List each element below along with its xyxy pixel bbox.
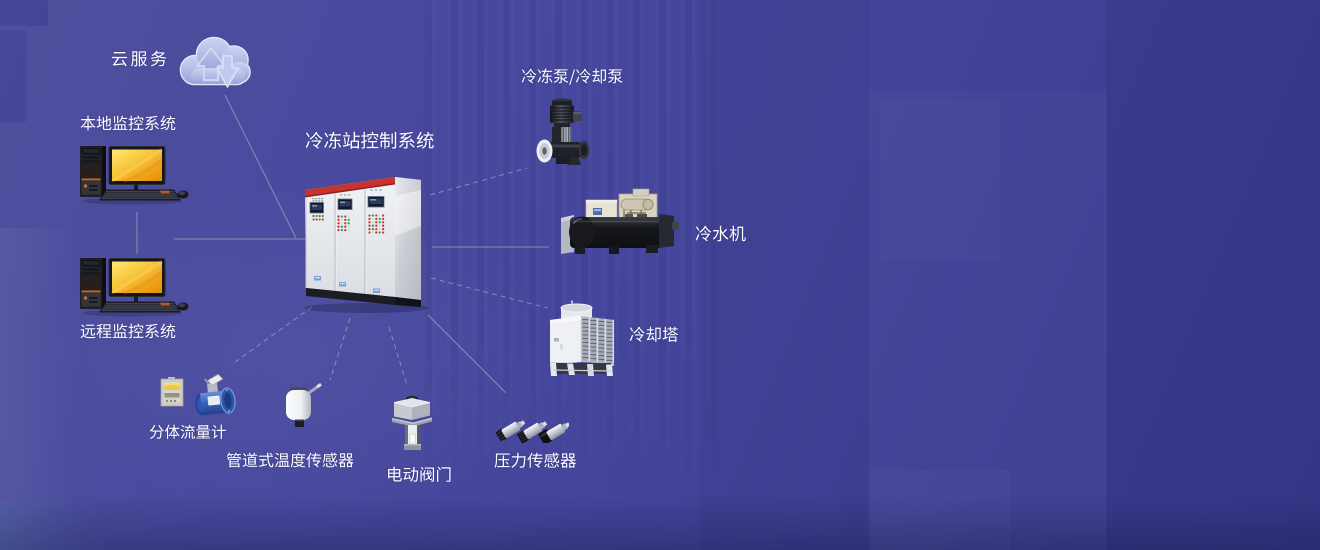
- chiller-icon: [561, 188, 679, 254]
- temp-sensor-device: [284, 382, 322, 428]
- pump-icon: [536, 98, 590, 165]
- flow-meter-icon: [160, 373, 236, 416]
- temperature-sensor-icon: [286, 382, 322, 427]
- pump-label: 冷冻泵/冷却泵: [521, 68, 624, 87]
- valve-label: 电动阀门: [386, 466, 453, 486]
- chiller-device: [561, 186, 679, 256]
- desktop-computer-icon: [80, 258, 189, 317]
- connection-control-cabinet-to-valve: [388, 326, 408, 386]
- connection-control-cabinet-to-pressure-sensor: [427, 314, 507, 394]
- remote-monitor-device: [76, 255, 190, 317]
- connection-cloud-to-control-cabinet: [224, 94, 297, 239]
- control-cabinet-device: [302, 166, 430, 314]
- valve-device: [391, 394, 435, 452]
- control-cabinet-label: 冷冻站控制系统: [305, 131, 436, 153]
- cloud-icon: [179, 36, 251, 88]
- valve-icon: [392, 395, 432, 450]
- connection-control-cabinet-to-pump: [429, 167, 528, 196]
- flow-meter-device: [159, 373, 239, 421]
- temp-sensor-label: 管道式温度传感器: [226, 452, 355, 471]
- cloud-label: 云服务: [111, 50, 168, 70]
- cooling-tower-icon: [550, 300, 614, 376]
- cooling-tower-device: [547, 300, 617, 378]
- remote-monitor-label: 远程监控系统: [80, 323, 177, 342]
- flow-meter-label: 分体流量计: [149, 424, 228, 442]
- connection-control-cabinet-to-temp-sensor: [329, 317, 351, 381]
- pressure-sensor-icon: [495, 420, 569, 443]
- connection-control-cabinet-to-flow-meter: [234, 306, 313, 363]
- pressure-sensor-label: 压力传感器: [494, 452, 578, 472]
- connection-control-cabinet-to-cooling-tower: [430, 277, 549, 309]
- chiller-label: 冷水机: [695, 225, 747, 245]
- cloud-device: [177, 28, 253, 90]
- pump-device: [536, 95, 592, 167]
- local-monitor-device: [76, 143, 190, 205]
- pressure-sensor-device: [489, 409, 569, 443]
- cooling-tower-label: 冷却塔: [629, 326, 680, 346]
- control-cabinet-icon: [304, 177, 428, 313]
- local-monitor-label: 本地监控系统: [80, 115, 177, 134]
- desktop-computer-icon: [80, 146, 189, 205]
